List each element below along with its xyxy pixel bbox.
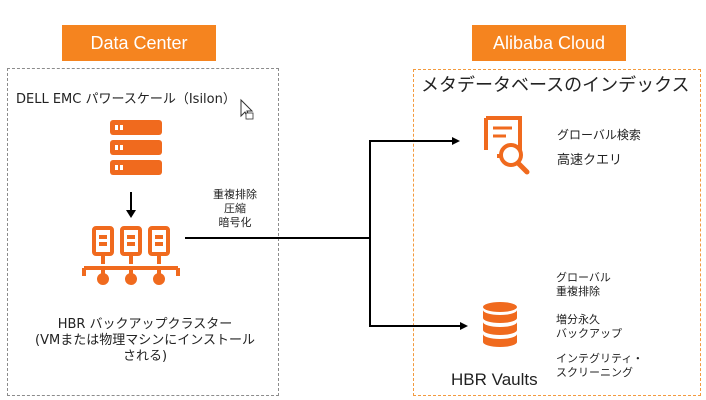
data-center-panel — [7, 68, 279, 396]
backup-cluster-label: HBR バックアップクラスター (VMまたは物理マシンにインストール される) — [14, 317, 276, 365]
alibaba-cloud-panel — [413, 69, 701, 396]
database-icon — [483, 302, 517, 347]
cluster-label-line: HBR バックアップクラスター — [57, 317, 233, 332]
feature-integrity-screening: インテグリティ・ スクリーニング — [556, 352, 643, 380]
operations-label: 重複排除 圧縮 暗号化 — [192, 188, 278, 230]
feature-line: スクリーニング — [556, 366, 633, 379]
server-stack-icon — [110, 120, 162, 175]
data-flow-connector — [185, 137, 468, 330]
down-arrow-icon — [126, 192, 136, 218]
feature-line: 増分永久 — [556, 313, 600, 326]
fast-query-label: 高速クエリ — [557, 153, 623, 168]
source-storage-label: DELL EMC パワースケール（Isilon） — [16, 92, 236, 107]
backup-cluster-icon — [82, 226, 180, 285]
search-document-icon — [484, 116, 530, 175]
alibaba-cloud-header: Alibaba Cloud — [472, 25, 626, 61]
feature-line: グローバル — [556, 271, 611, 284]
operation-encrypt: 暗号化 — [218, 216, 252, 229]
operation-compress: 圧縮 — [224, 202, 246, 215]
feature-global-dedup: グローバル 重複排除 — [556, 271, 611, 299]
feature-line: バックアップ — [556, 327, 622, 340]
hbr-vaults-label: HBR Vaults — [451, 370, 538, 389]
cluster-label-line: (VMまたは物理マシンにインストール — [35, 333, 255, 348]
metadata-index-title: メタデータベースのインデックス — [421, 75, 690, 96]
feature-incremental-forever: 増分永久 バックアップ — [556, 313, 622, 341]
feature-line: インテグリティ・ — [556, 352, 644, 365]
cursor-icon — [240, 98, 254, 120]
global-search-label: グローバル検索 — [557, 128, 641, 142]
cluster-label-line: される) — [122, 349, 168, 364]
feature-line: 重複排除 — [556, 285, 600, 298]
operation-dedup: 重複排除 — [213, 188, 257, 201]
data-center-header: Data Center — [62, 25, 216, 61]
